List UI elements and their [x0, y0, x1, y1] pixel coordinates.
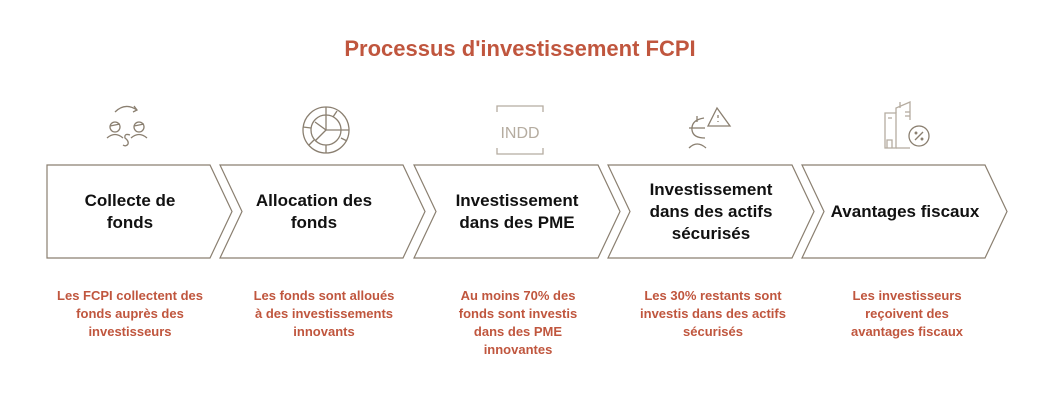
- chevron-step-5: [801, 164, 1008, 259]
- step-4-description: Les 30% restants sont investis dans des …: [640, 288, 786, 339]
- indd-file-icon: INDD: [496, 105, 544, 155]
- step-5-description: Les investisseurs reçoivent des avantage…: [850, 288, 963, 339]
- step-2-label: Allocation des fonds: [255, 190, 373, 232]
- allocation-wheel-icon: [302, 106, 350, 154]
- chevron-step-3: [413, 164, 621, 259]
- step-1-description: Les FCPI collectent des fonds auprès des…: [57, 288, 203, 339]
- step-4-label: Investissement dans des actifs sécurisés: [649, 179, 773, 243]
- step-3-description: Au moins 70% des fonds sont investis dan…: [458, 288, 578, 357]
- step-5-label: Avantages fiscaux: [830, 201, 980, 221]
- step-3-label: Investissement dans des PME: [455, 190, 579, 232]
- step-1-label: Collecte de fonds: [84, 190, 176, 232]
- chevron-step-2: [219, 164, 426, 259]
- euro-risk-icon: [688, 106, 732, 149]
- money-exchange-icon: [106, 105, 148, 147]
- step-2-description: Les fonds sont alloués à des investissem…: [253, 288, 395, 339]
- svg-text:INDD: INDD: [500, 125, 539, 142]
- building-percent-icon: [884, 101, 930, 149]
- chevron-step-1: [46, 164, 233, 259]
- chevron-step-4: [607, 164, 815, 259]
- page-title: Processus d'investissement FCPI: [344, 36, 696, 61]
